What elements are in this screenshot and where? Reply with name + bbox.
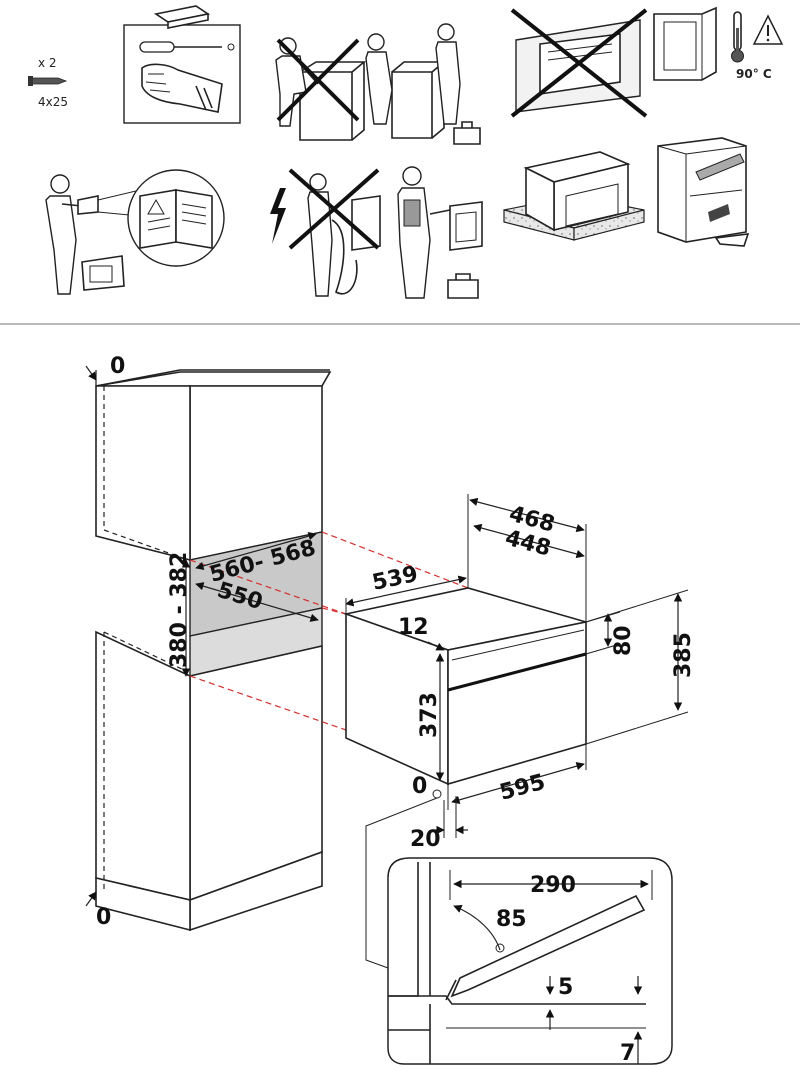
read-manual-step	[45, 169, 225, 295]
top-gap-label: 0	[110, 354, 125, 379]
front-protrusion-label: 20	[410, 827, 441, 852]
niche-height-label: 380 - 382	[167, 552, 192, 668]
tools-box	[123, 5, 241, 124]
worker-left-icon	[365, 33, 393, 125]
dimension-lines	[85, 365, 689, 969]
oven-icon	[523, 151, 631, 232]
panel-height-label: 80	[611, 625, 636, 656]
clearance-bottom-label: 7	[620, 1041, 635, 1065]
clearance-top-label: 5	[558, 975, 573, 1000]
tall-cabinet	[95, 369, 332, 932]
qualified-electrician-step	[397, 166, 483, 299]
front-gap-label: 0	[412, 774, 427, 799]
oven-on-packaging-step	[503, 151, 645, 241]
warning-triangle-icon	[752, 14, 784, 45]
worker-right-icon	[435, 23, 461, 125]
lightning-bolt-icon	[270, 188, 286, 244]
electric-shock-forbidden	[270, 168, 381, 297]
door-angle-label: 85	[496, 907, 527, 932]
screw-icon: x 2 4x25	[28, 56, 68, 109]
oven-handle-lift-forbidden	[510, 8, 648, 118]
cabinet-icon	[653, 6, 717, 81]
screwdriver-icon	[139, 41, 235, 53]
thermometer-icon	[731, 11, 744, 63]
bottom-gap-label: 0	[96, 905, 111, 930]
body-height-label: 373	[417, 692, 442, 738]
gloves-icon	[141, 63, 223, 113]
screw-size: 4x25	[38, 95, 68, 109]
toolbox-icon	[153, 5, 211, 29]
toolbox-icon	[453, 121, 481, 145]
person-icon	[307, 173, 333, 297]
oven-unit	[343, 587, 587, 786]
max-temperature-label: 90° C	[736, 67, 772, 81]
person-icon	[275, 37, 319, 127]
oven-depth-label: 539	[370, 562, 420, 596]
toolbox-icon	[447, 273, 479, 299]
width-label: 595	[497, 770, 548, 806]
top-panel-label: 12	[398, 615, 429, 640]
total-height-label: 385	[671, 632, 696, 678]
person-reading-icon	[45, 174, 99, 295]
manual-book-icon	[139, 189, 213, 249]
brush-icon	[708, 204, 730, 222]
two-person-lift	[365, 23, 481, 145]
vacuum-nozzle-icon	[695, 153, 745, 181]
electrician-icon	[397, 166, 431, 299]
microwave-small-icon	[81, 255, 125, 291]
screw-quantity: x 2	[38, 56, 57, 70]
single-person-lift-forbidden	[275, 37, 367, 141]
door-length-label: 290	[530, 873, 576, 898]
clean-cabinet-step	[657, 137, 750, 247]
door-detail-inset	[387, 857, 673, 1065]
